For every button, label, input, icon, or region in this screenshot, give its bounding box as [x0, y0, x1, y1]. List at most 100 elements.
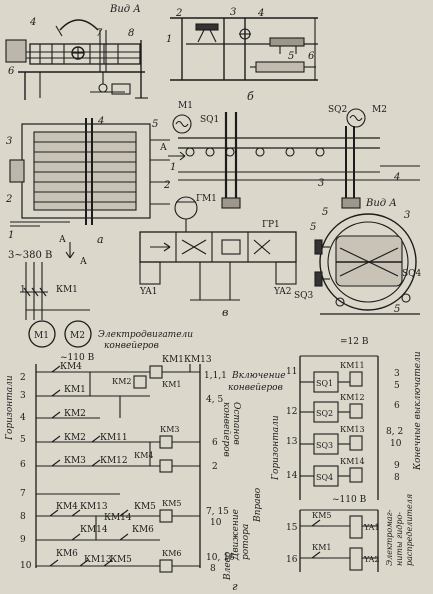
- supply-voltage-label: 3~380 В: [8, 250, 52, 261]
- ref-row8b: 10: [210, 518, 222, 528]
- power-circuit: 3~380 В КМ1 М1 М2 Электродвигатели конве…: [8, 250, 193, 351]
- ref-row14a: 9: [394, 461, 400, 471]
- func-valves-3: распределителя: [405, 494, 414, 566]
- control-ladder-right: =12 В Горизонтали 11 12 13 14 SQ1 SQ2 SQ…: [271, 337, 423, 500]
- switch-sq1: SQ1: [316, 379, 333, 388]
- ref-row8a: 7, 15: [206, 507, 229, 517]
- contact-km5: КМ5: [134, 502, 156, 512]
- fig-a-arrow-label: А: [80, 257, 87, 267]
- ref-row3: 4, 5: [206, 395, 223, 405]
- fig-a-callout-6: 6: [8, 66, 15, 77]
- row-14: 14: [286, 471, 298, 481]
- contact-km4b: КМ4: [56, 502, 78, 512]
- func-rotor-move-2: ротора: [241, 524, 251, 560]
- fig-b-callout-4: 4: [257, 8, 264, 19]
- fig-c-callout-1: 1: [170, 162, 176, 173]
- fig-a-callout-8: 8: [128, 28, 134, 39]
- motor-m2-label: М2: [372, 105, 387, 115]
- fig-a-callout-4: 4: [29, 17, 36, 28]
- ref-row10a: 10, 16: [206, 553, 235, 563]
- coil-km13: КМ13: [340, 425, 365, 434]
- fig-c-callout-4: 4: [393, 172, 400, 183]
- switch-sq2: SQ2: [316, 409, 333, 418]
- row-9: 9: [20, 535, 26, 545]
- contact-km1: КМ1: [64, 385, 86, 395]
- row-11: 11: [286, 367, 297, 377]
- fig-a-callout-5: 5: [152, 119, 158, 130]
- func-rotor-move: Движение: [231, 509, 241, 561]
- coil-km14: КМ14: [340, 457, 365, 466]
- func-valves-1: Электромаг-: [385, 509, 394, 566]
- fig-a-callout-1: 1: [8, 230, 14, 241]
- sq1-label: SQ1: [200, 115, 219, 125]
- func-stop-conveyors-2: конвейеров: [221, 402, 231, 457]
- contact-km13: КМ13: [80, 502, 108, 512]
- fig-c-callout-3: 3: [318, 178, 324, 189]
- ladder-left-voltage: ~110 В: [60, 353, 95, 363]
- contactor-km1-label: КМ1: [56, 285, 78, 295]
- fig-b-callout-3: 3: [230, 7, 236, 18]
- fig-b-caption: б: [247, 90, 254, 103]
- coil-ya1: YA1: [363, 523, 380, 532]
- contact-km6: КМ6: [132, 525, 154, 535]
- ref-row6: 2: [212, 462, 218, 472]
- row-12: 12: [286, 407, 297, 417]
- fig-b-callout-6: 6: [308, 51, 315, 62]
- figure-a-conveyor-view: Вид А 4 7 8 6: [5, 4, 170, 267]
- ref-row14b: 8: [394, 473, 400, 483]
- coil-km3: КМ3: [160, 425, 179, 434]
- motor-m1-symbol: М1: [34, 331, 49, 341]
- top-contact-km1: КМ1: [162, 355, 184, 365]
- coil-km1: КМ1: [162, 380, 181, 389]
- contact-km6b: КМ6: [56, 549, 78, 559]
- fig-c-arrow-a: А: [160, 143, 167, 153]
- control-ladder-valves: ~110 В 15 16 КМ5 КМ1 YA1 YA2 Электромаг-…: [286, 494, 414, 572]
- func-left: Влево: [223, 551, 233, 581]
- ladder-valves-voltage: ~110 В: [332, 495, 367, 505]
- func-limit-switches: Конечные выключатели: [413, 351, 423, 471]
- fig-b-callout-1: 1: [166, 34, 172, 45]
- coil-km12: КМ12: [340, 393, 365, 402]
- fig-a-view-title: Вид А: [109, 4, 141, 15]
- contact-km2: КМ2: [64, 409, 86, 419]
- sq2-label: SQ2: [328, 105, 347, 115]
- fig-g-caption: г: [232, 580, 238, 593]
- contact-km5-valve: КМ5: [312, 511, 331, 520]
- ref-row13a: 8, 2: [386, 427, 403, 437]
- pump-gm1-label: ГМ1: [196, 194, 217, 204]
- func-start-conveyors: Включение: [231, 371, 286, 381]
- fig-c-callout-3b: 3: [404, 210, 410, 221]
- valve-ya1-label: YA1: [139, 287, 157, 297]
- fig-c-callout-2: 2: [163, 180, 170, 191]
- row-3: 3: [20, 391, 26, 401]
- coil-ya2: YA2: [363, 555, 380, 564]
- ref-row10b: 8: [210, 564, 216, 574]
- contact-km12: КМ12: [100, 456, 128, 466]
- ref-row5: 6: [212, 438, 218, 448]
- fig-a-callout-2: 2: [5, 194, 12, 205]
- coil-km6: КМ6: [162, 549, 181, 558]
- fig-a-callout-3: 3: [6, 136, 12, 147]
- fig-a-callout-7: 7: [96, 28, 103, 39]
- ref-row12: 6: [394, 401, 400, 411]
- coil-km5: КМ5: [162, 499, 181, 508]
- ref-row2: 1,1,1: [204, 371, 227, 381]
- motor-m1-label: М1: [178, 101, 193, 111]
- contact-km14b: КМ14: [104, 513, 132, 523]
- ladder-right-voltage: =12 В: [340, 337, 369, 347]
- fig-a-arrow-label-bottom: А: [59, 235, 66, 245]
- control-ladder-left: ~110 В Горизонтали 1 2 3 4 5 6 7 8 9 10 …: [5, 285, 286, 581]
- coil-km11: КМ11: [340, 361, 365, 370]
- motor-m2-symbol: М2: [70, 331, 85, 341]
- row-6: 6: [20, 460, 26, 470]
- func-valves-2: ниты гидро-: [395, 512, 404, 566]
- contact-km3: КМ3: [64, 456, 86, 466]
- sq4-label: SQ4: [402, 269, 422, 279]
- row-2: 2: [20, 373, 26, 383]
- row-5: 5: [20, 435, 26, 445]
- row-16: 16: [286, 555, 298, 565]
- contact-km5b: КМ5: [110, 555, 132, 565]
- fig-c-view-title: Вид А: [365, 198, 397, 209]
